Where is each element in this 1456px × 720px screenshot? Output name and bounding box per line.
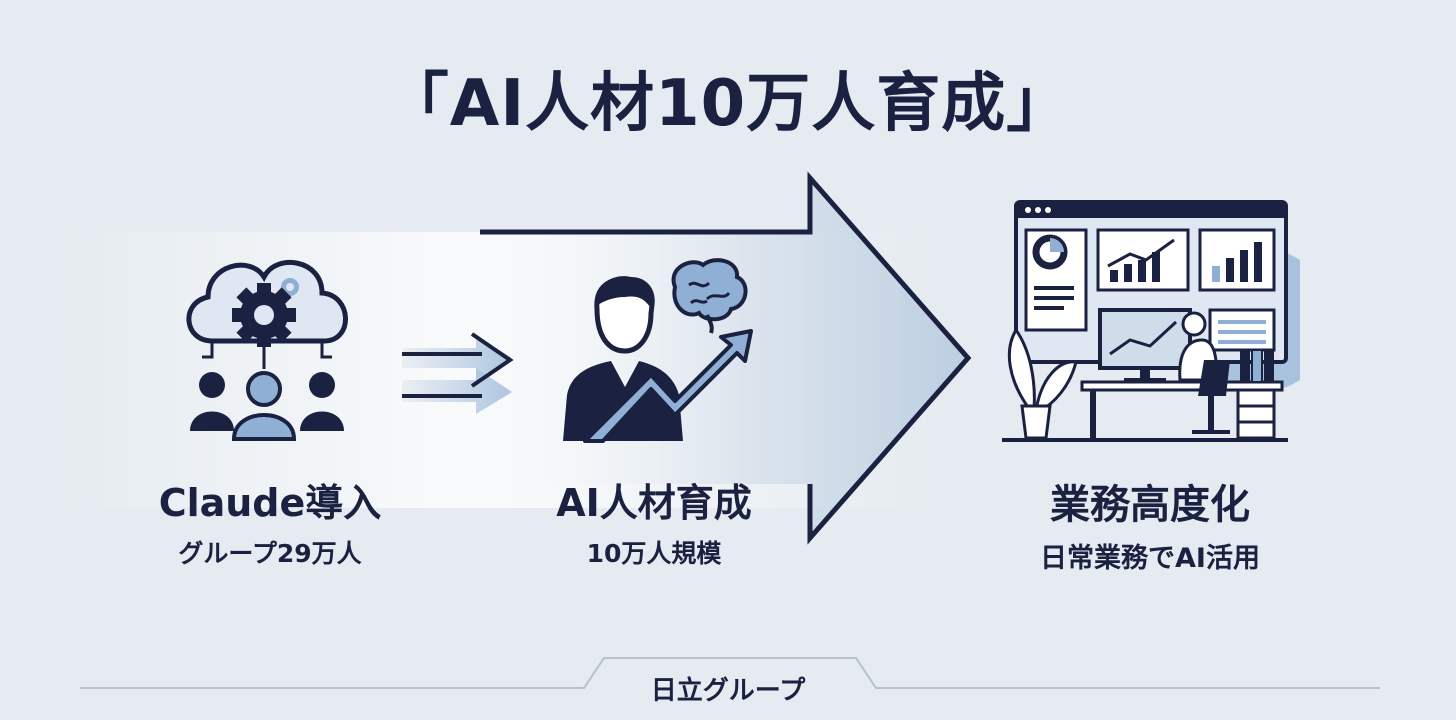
page-title: 「AI人材10万人育成」 <box>384 67 1072 141</box>
footer-label: 日立グループ <box>650 676 806 706</box>
footer-divider <box>80 657 1380 689</box>
office-dashboard-icon <box>1002 200 1300 442</box>
step-1-sub: グループ29万人 <box>178 539 362 568</box>
step-3-sub: 日常業務でAI活用 <box>1040 543 1260 574</box>
step-2-sub: 10万人規模 <box>586 539 722 568</box>
step-2-label: AI人材育成 <box>556 481 752 525</box>
double-arrow-icon <box>402 332 514 414</box>
person-brain-growth-icon <box>563 258 753 443</box>
cloud-gear-people-icon <box>186 260 348 441</box>
step-1-label: Claude導入 <box>158 481 382 525</box>
step-3-label: 業務高度化 <box>1050 482 1250 528</box>
